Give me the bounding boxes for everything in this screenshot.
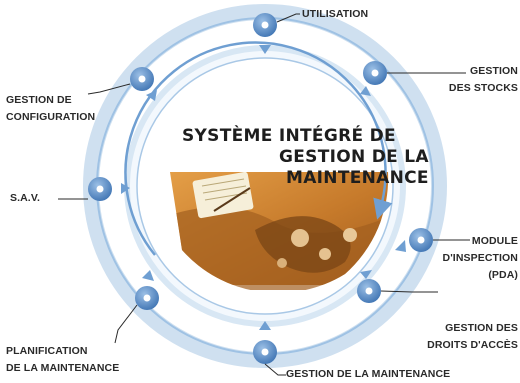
center-title-line2: GESTION DE LA <box>279 147 429 167</box>
leader-lines <box>58 13 470 376</box>
node-droits <box>357 279 381 303</box>
node-inspection <box>409 228 433 252</box>
center-title: SYSTÈME INTÉGRÉ DE GESTION DE LA MAINTEN… <box>168 126 429 189</box>
label-sav: S.A.V. <box>10 190 40 207</box>
label-planification-line1: PLANIFICATION <box>6 345 88 357</box>
label-planification-line2: DE LA MAINTENANCE <box>6 362 120 374</box>
node-sav <box>88 177 112 201</box>
label-maintenance: GESTION DE LA MAINTENANCE <box>286 366 450 383</box>
label-inspection-line2: D'INSPECTION <box>442 252 518 264</box>
node-stocks <box>363 61 387 85</box>
label-stocks: GESTION DES STOCKS <box>400 63 518 97</box>
label-configuration-line1: GESTION DE <box>6 94 72 106</box>
node-planification <box>135 286 159 310</box>
node-utilisation <box>253 13 277 37</box>
label-stocks-line1: GESTION <box>470 65 518 77</box>
label-utilisation-text: UTILISATION <box>302 8 369 20</box>
center-title-line1: SYSTÈME INTÉGRÉ DE <box>182 126 396 146</box>
center-title-line3: MAINTENANCE <box>286 168 429 188</box>
label-planification: PLANIFICATION DE LA MAINTENANCE <box>6 343 119 377</box>
label-droits: GESTION DES DROITS D'ACCÈS <box>400 320 518 354</box>
node-configuration <box>130 67 154 91</box>
label-sav-text: S.A.V. <box>10 192 40 204</box>
label-utilisation: UTILISATION <box>302 6 368 23</box>
label-inspection-line1: MODULE <box>471 235 518 247</box>
label-configuration-line2: CONFIGURATION <box>6 111 96 123</box>
machine-illustration <box>170 172 389 290</box>
label-droits-line1: GESTION DES <box>445 322 518 334</box>
label-configuration: GESTION DE CONFIGURATION <box>6 92 95 126</box>
label-maintenance-text: GESTION DE LA MAINTENANCE <box>286 368 451 380</box>
label-inspection: MODULE D'INSPECTION (PDA) <box>400 233 518 284</box>
label-droits-line2: DROITS D'ACCÈS <box>427 339 518 351</box>
direction-arrows <box>121 45 406 330</box>
cycle-arrow <box>124 41 393 256</box>
label-inspection-line3: (PDA) <box>488 269 518 281</box>
node-maintenance <box>253 340 277 364</box>
label-stocks-line2: DES STOCKS <box>448 82 518 94</box>
